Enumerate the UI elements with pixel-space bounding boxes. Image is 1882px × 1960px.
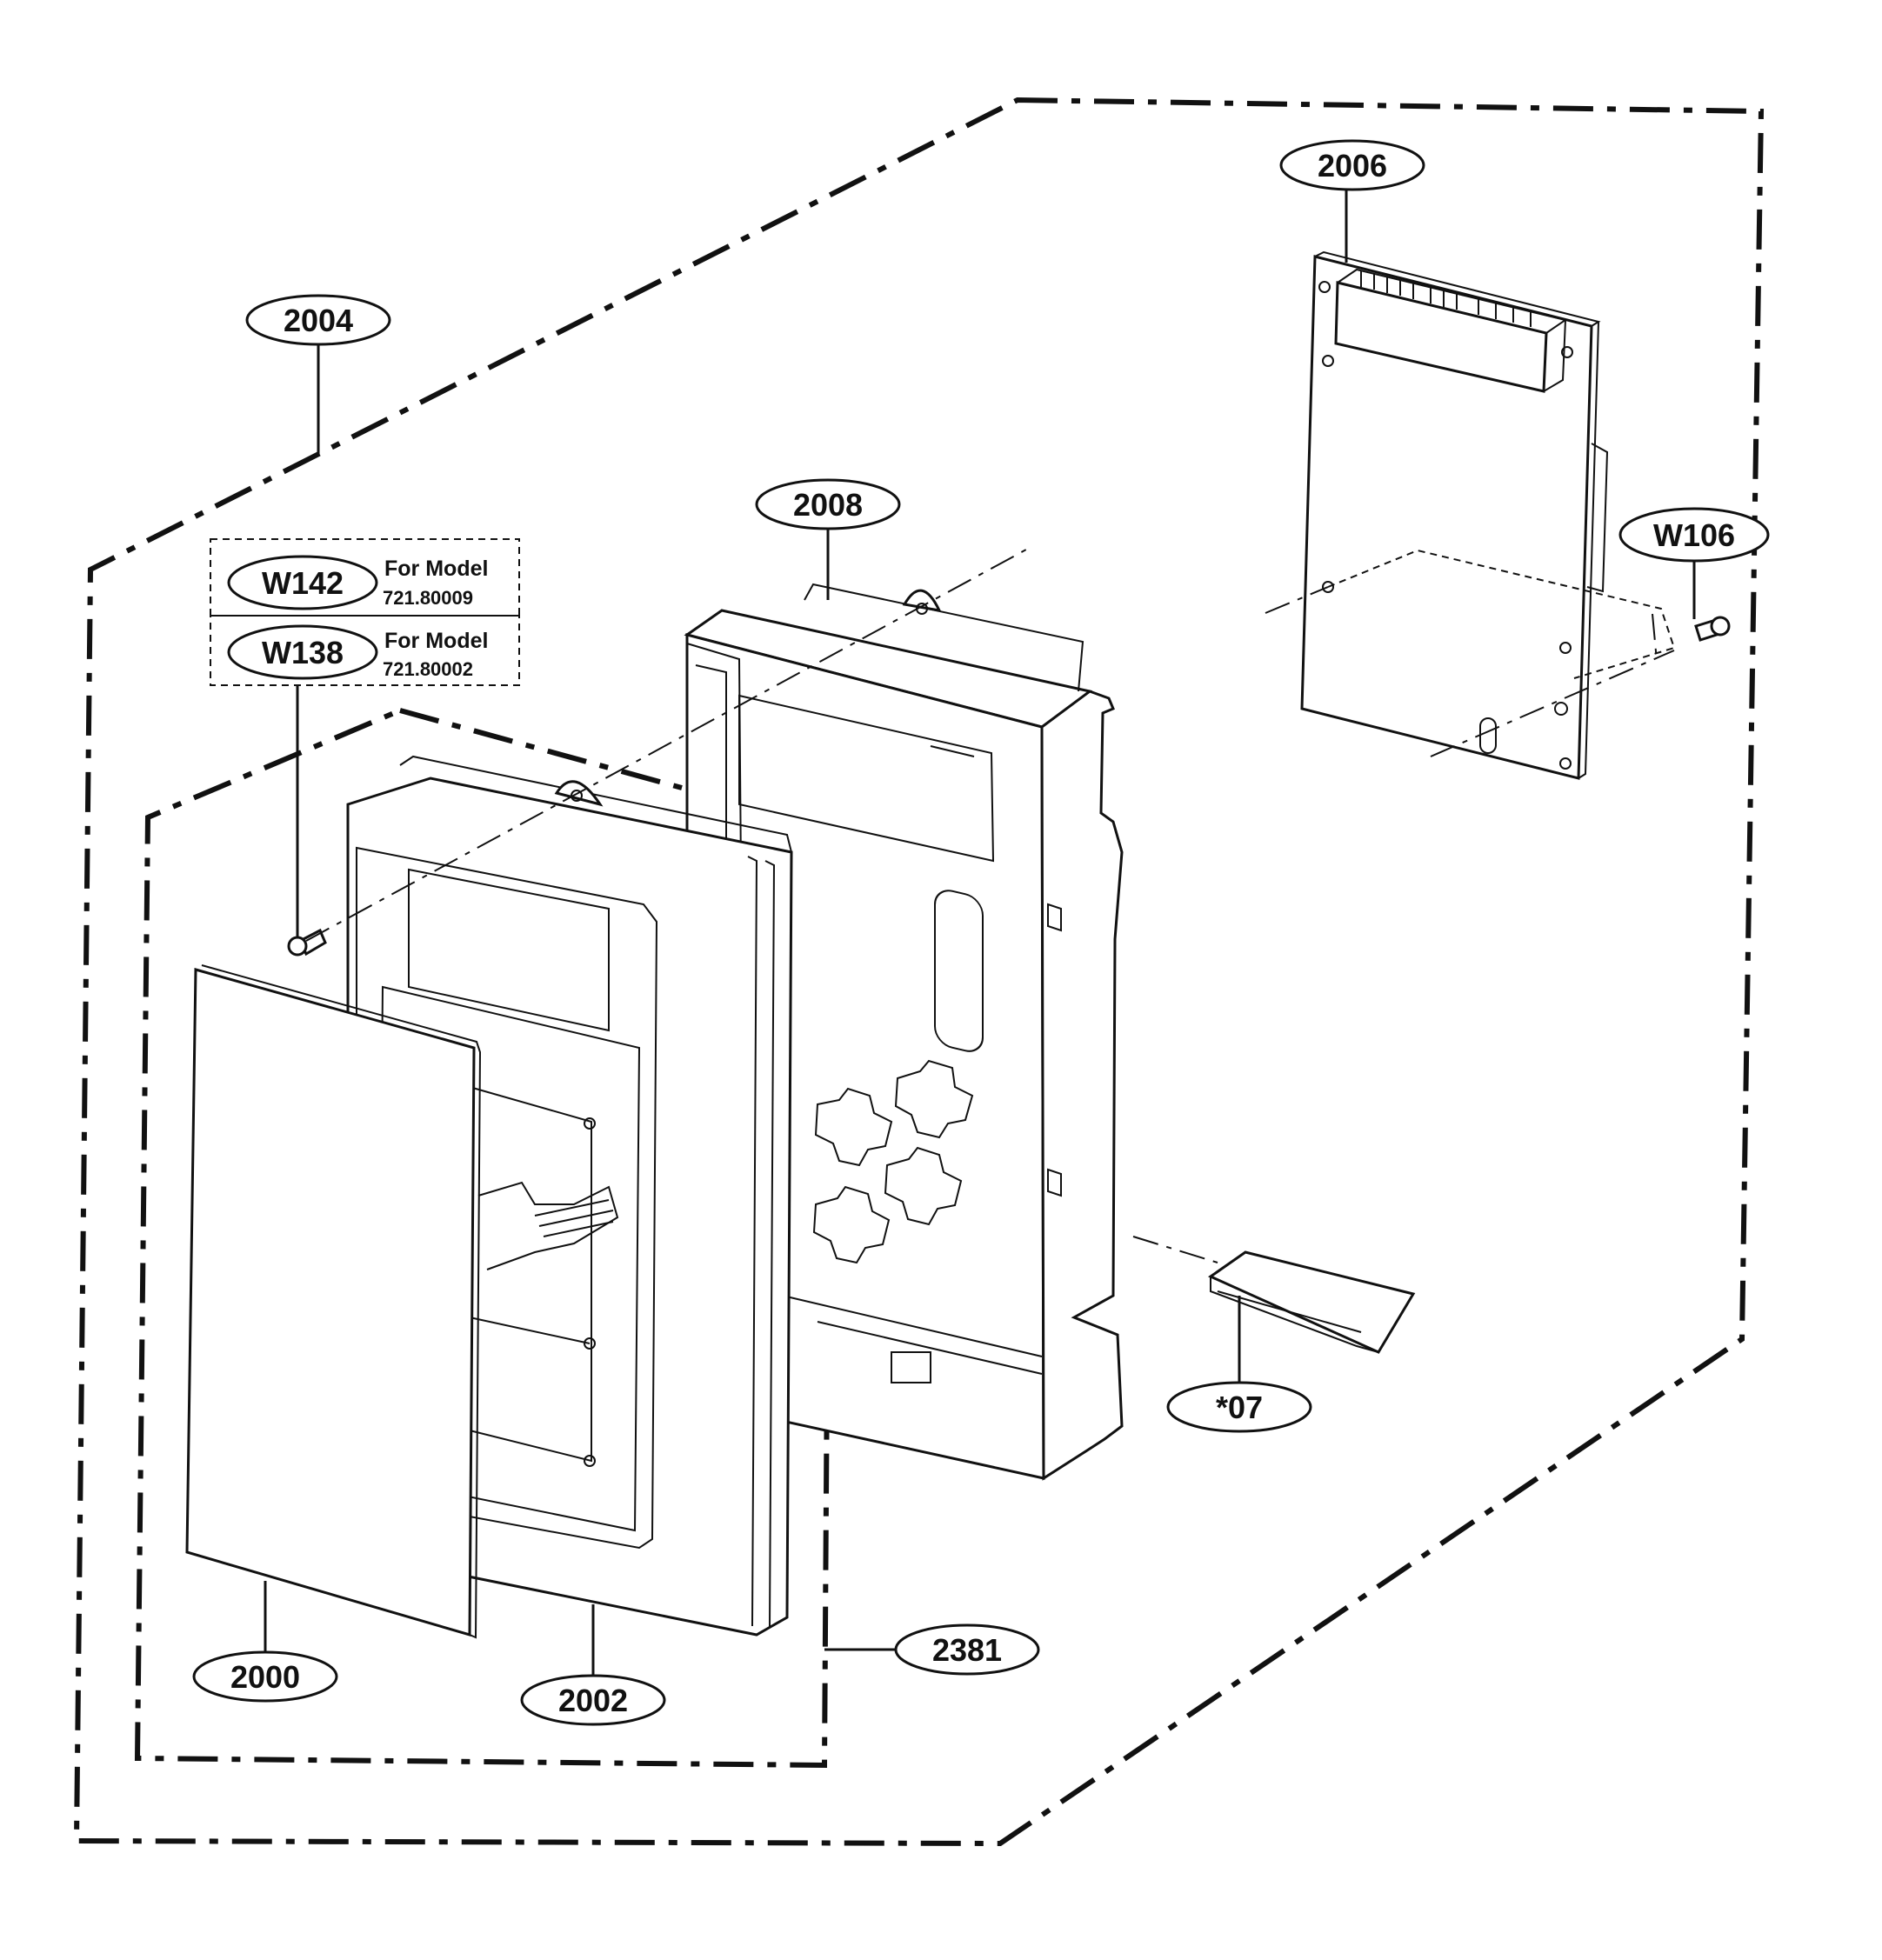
label-ellipse-2004 xyxy=(245,294,391,346)
label-ellipse-w142 xyxy=(227,555,378,610)
label-ellipse-2381 xyxy=(894,1623,1040,1676)
label-ellipse-2000 xyxy=(192,1650,338,1703)
part-label-2002: 2002 xyxy=(558,1683,628,1718)
screw-w106 xyxy=(1692,570,1731,642)
part-label-w138: W138 xyxy=(262,635,344,670)
part-label-2008: 2008 xyxy=(793,487,863,523)
label-ellipse-2006 xyxy=(1279,139,1425,191)
label-ellipse-07 xyxy=(1166,1381,1312,1433)
label-ellipse-w106 xyxy=(1618,507,1770,563)
note-w142-model-number: 721.80009 xyxy=(383,587,473,609)
part-label-07: *07 xyxy=(1216,1390,1263,1425)
part-label-2000: 2000 xyxy=(230,1659,300,1695)
note-w138-model-number: 721.80002 xyxy=(383,658,473,680)
mounting-projection xyxy=(1327,549,1676,679)
label-ellipse-2008 xyxy=(755,478,901,530)
note-w138-for-model: For Model xyxy=(384,629,488,653)
part-label-2381: 2381 xyxy=(932,1632,1002,1668)
label-ellipse-2002 xyxy=(520,1674,666,1726)
outer-assembly-boundary xyxy=(73,97,1765,1847)
model-note-box-w142 xyxy=(210,538,520,617)
part-label-w142: W142 xyxy=(262,565,344,601)
model-note-box-w138 xyxy=(210,615,520,686)
note-w142-for-model: For Model xyxy=(384,557,488,581)
label-ellipse-w138 xyxy=(227,624,378,680)
control-frame-2008 xyxy=(684,583,1124,1481)
part-label-w106: W106 xyxy=(1653,517,1735,553)
part-label-2006: 2006 xyxy=(1318,148,1387,183)
component-07 xyxy=(1207,1250,1416,1354)
part-label-2004: 2004 xyxy=(284,303,353,338)
window-film-2000 xyxy=(185,964,482,1639)
pcb-board-2006 xyxy=(1300,250,1609,780)
screw-w138-w142 xyxy=(287,685,327,957)
